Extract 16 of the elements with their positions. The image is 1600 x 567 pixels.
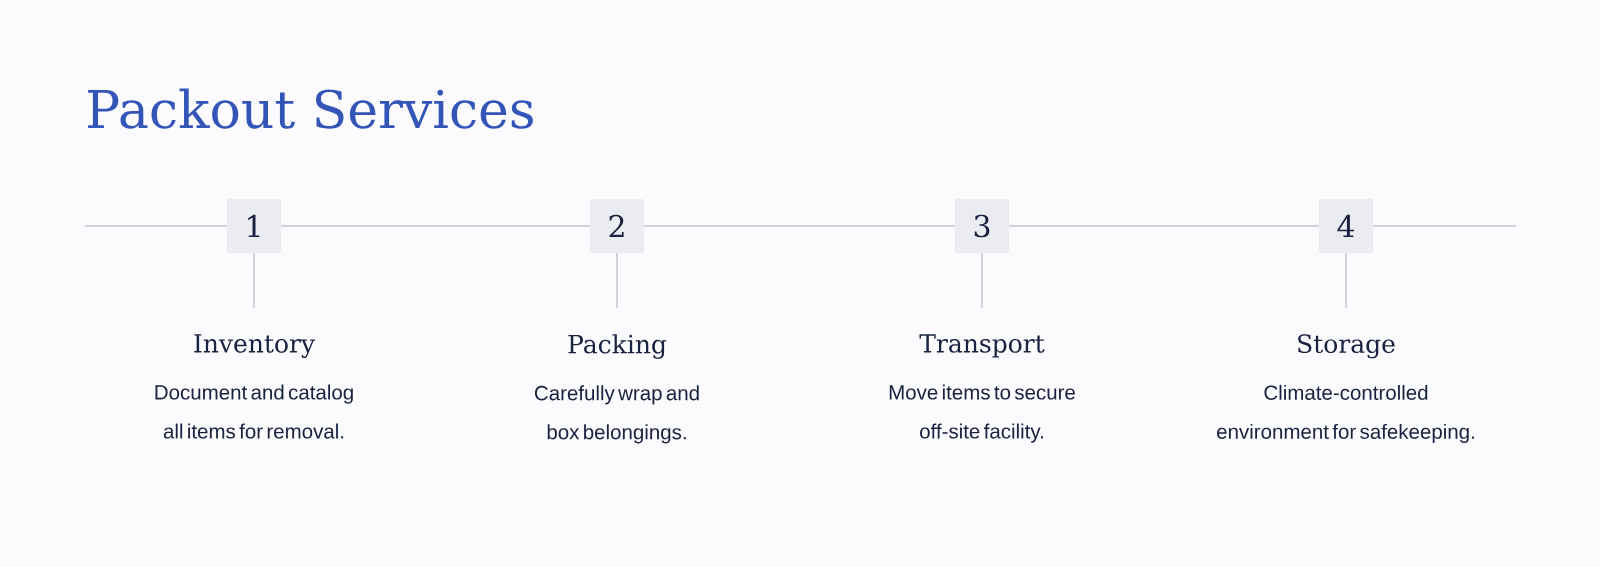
timeline-line: [280, 225, 591, 227]
step-text: Inventory Document and catalog all items for removal.: [155, 334, 353, 439]
connector-line: [981, 252, 983, 309]
number-box: 3: [955, 199, 1009, 253]
step-text: Transport Move items to secure off-site facility.: [889, 334, 1075, 443]
number-box: 4: [1319, 199, 1373, 253]
title: Packout Services: [88, 88, 533, 129]
step-text: Storage Climate-controlled environment for safekeeping.: [1217, 334, 1474, 443]
connector-line: [616, 252, 618, 309]
timeline-line: [643, 225, 956, 227]
number-box: 2: [590, 199, 644, 253]
number-box: 1: [227, 199, 281, 253]
timeline-line: [1008, 225, 1320, 227]
connector-line: [1345, 252, 1347, 309]
step-text: Packing Carefully wrap and box belongings.: [534, 334, 699, 444]
connector-line: [253, 252, 255, 309]
